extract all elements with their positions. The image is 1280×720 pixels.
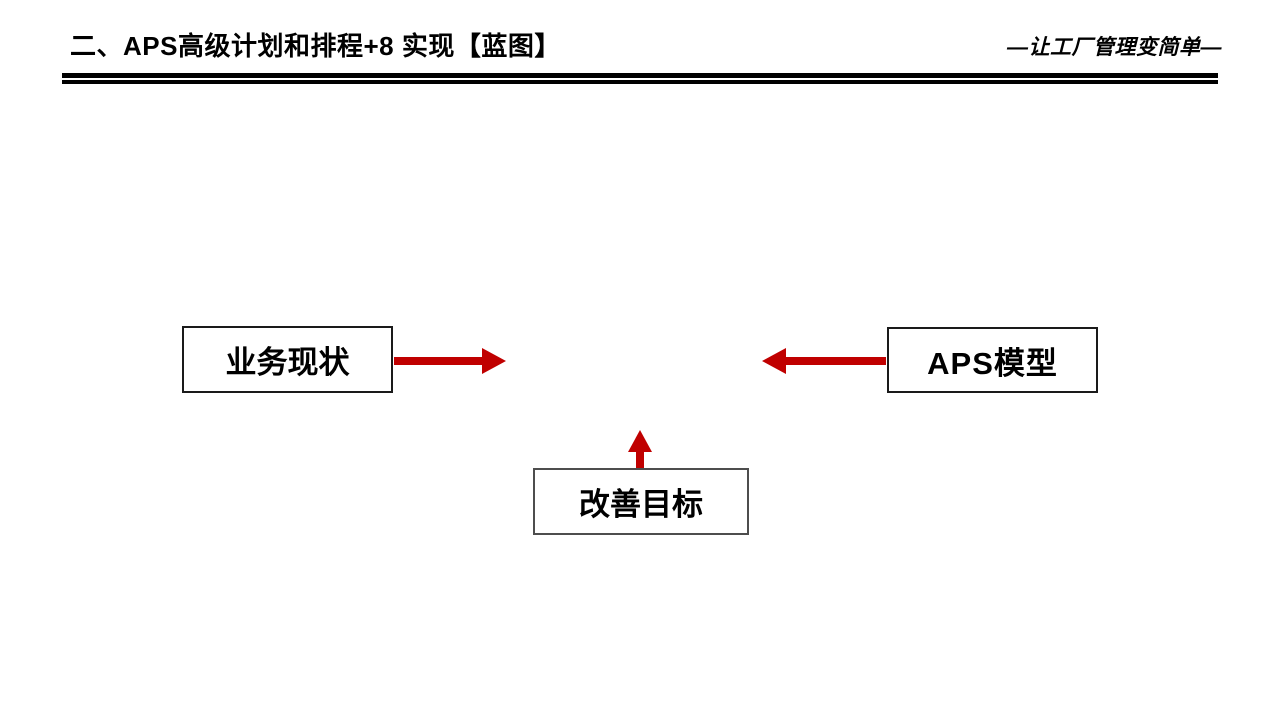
box-business-status: 业务现状 xyxy=(182,326,393,393)
arrow-right-head xyxy=(482,348,506,374)
arrow-left-tail xyxy=(786,357,886,365)
box-aps-model: APS模型 xyxy=(887,327,1098,393)
header-slogan: —让工厂管理变简单— xyxy=(1007,36,1222,59)
box-aps-model-label: APS模型 xyxy=(927,345,1058,381)
arrow-up-tail xyxy=(636,452,644,468)
arrow-left-head xyxy=(762,348,786,374)
arrow-right-tail xyxy=(394,357,482,365)
box-improvement-goal: 改善目标 xyxy=(533,468,749,535)
arrow-up-head xyxy=(628,430,652,452)
page-title: 二、APS高级计划和排程+8 实现【蓝图】 xyxy=(70,31,561,61)
box-business-status-label: 业务现状 xyxy=(225,345,350,380)
header-double-rule xyxy=(62,73,1218,84)
box-improvement-goal-label: 改善目标 xyxy=(579,487,703,522)
